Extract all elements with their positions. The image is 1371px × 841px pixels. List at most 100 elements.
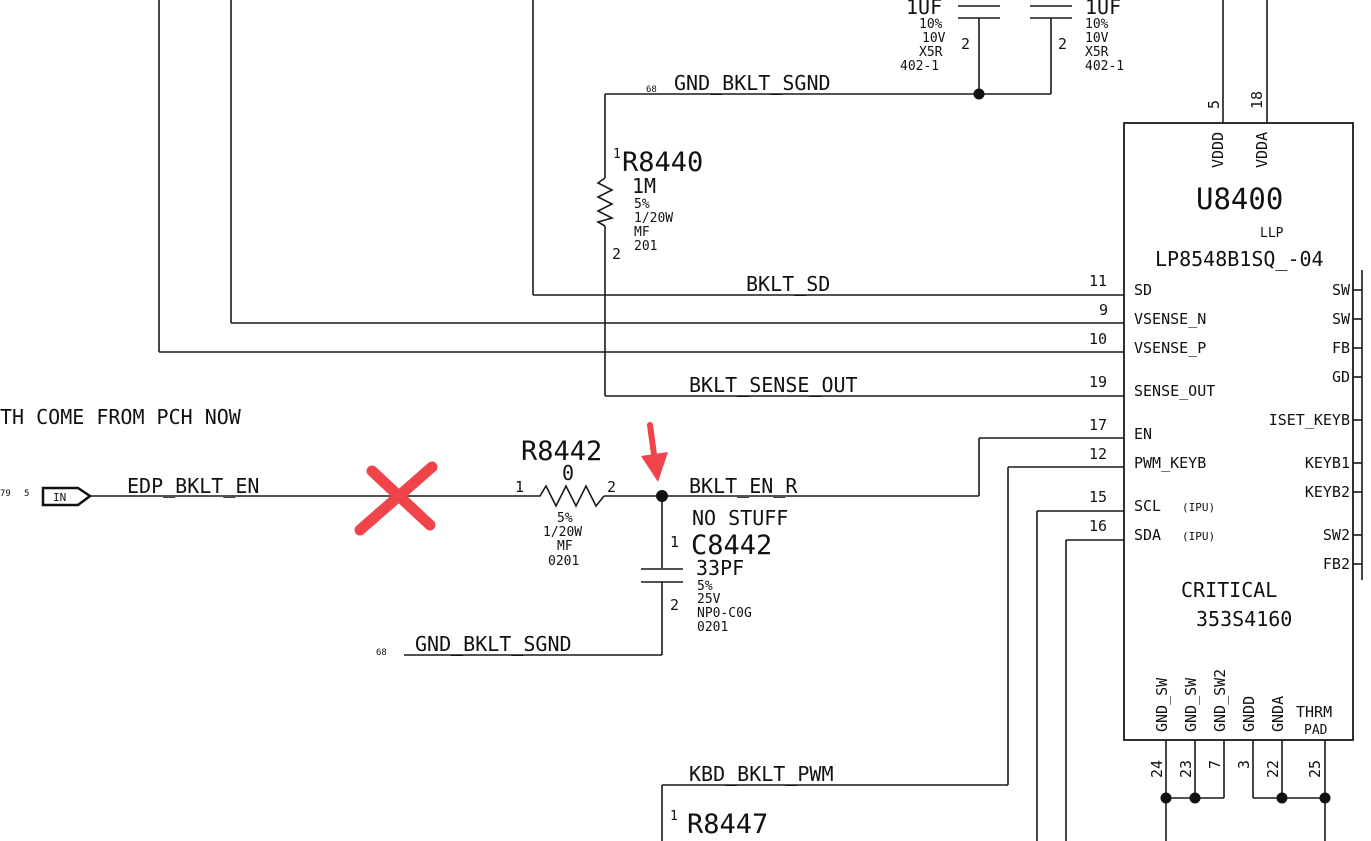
in-flag-label: IN (53, 491, 66, 504)
u8400-ref: U8400 (1196, 182, 1283, 216)
r8440-power: 1/20W (634, 211, 673, 226)
u8400-bottom-pin-gndd-name: GNDD (1240, 696, 1258, 732)
edp-pin-ref: 5 (24, 489, 29, 499)
r8442-pin2: 2 (607, 478, 616, 496)
u8400-bottom-pin-gnd-sw-a-name: GND_SW (1153, 677, 1171, 732)
net-label-gnd-top: GND_BKLT_SGND (674, 71, 831, 95)
u8400-bottom-pin-gnd-sw-b-name: GND_SW (1182, 677, 1200, 732)
u8400-bottom-pin-gndd-num: 3 (1235, 760, 1253, 769)
c8442-stuff-note: NO STUFF (692, 506, 788, 530)
cap-top-2-labels: 1UF 10% 10V X5R 402-1 2 (1058, 0, 1124, 74)
u8400-part-number: LP8548B1SQ_-04 (1155, 247, 1324, 271)
cap-top-2-dielectric: X5R (1085, 45, 1109, 60)
wires (90, 0, 1363, 841)
u8400-right-pin-9: FB2 (1323, 555, 1350, 573)
arrow-down-icon (641, 422, 668, 482)
u8400-left-pin-en-num: 17 (1089, 416, 1107, 434)
u8400-right-pin-7: KEYB2 (1305, 483, 1350, 501)
note-text: TH COME FROM PCH NOW (0, 405, 242, 429)
c8442-ref: C8442 (691, 530, 772, 561)
c8442-package: 0201 (697, 620, 728, 635)
u8400-right-pin-8: SW2 (1323, 526, 1350, 544)
c8442-pin2: 2 (670, 596, 679, 614)
u8400-right-pin-6: KEYB1 (1305, 454, 1350, 472)
u8400-bottom-pin-gnd-sw-b-num: 23 (1177, 760, 1195, 778)
u8400-left-pin-pwm-keyb-num: 12 (1089, 445, 1107, 463)
u8400-bottom-pin-gnd-sw2-name: GND_SW2 (1211, 669, 1229, 732)
u8400-left-pin-en-name: EN (1134, 425, 1152, 443)
u8400-labels: 5 VDDD 18 VDDA U8400 LLP LP8548B1SQ_-04 … (1089, 91, 1351, 778)
r8442-package: 0201 (548, 554, 579, 569)
r8442-tolerance: 5% (557, 511, 573, 526)
u8400-bottom-pin-pad-name: PAD (1304, 723, 1328, 738)
r8440-labels: 1 R8440 1M 5% 1/20W MF 201 2 (612, 147, 703, 263)
c8442-dielectric: NP0-C0G (697, 606, 752, 621)
cap-top-1-package: 402-1 (900, 59, 939, 74)
u8400-right-pin-2: SW (1332, 310, 1351, 328)
u8400-pin-vddd-name: VDDD (1209, 132, 1227, 168)
u8400-left-pin-sda-note: (IPU) (1182, 530, 1215, 543)
cap-top-1-labels: 1UF 10% 10V X5R 402-1 2 (900, 0, 970, 74)
junction-bklt-en-r (656, 490, 668, 502)
r8440-pin1: 1 (613, 147, 621, 162)
net-label-edp-bklt-en: EDP_BKLT_EN (127, 474, 259, 498)
net-label-bklt-sd: BKLT_SD (746, 272, 830, 296)
cross-mark-icon (354, 461, 438, 536)
net-label-bklt-en-r: BKLT_EN_R (689, 474, 798, 498)
junction-bottom-23 (1189, 792, 1201, 804)
u8400-body (1123, 122, 1354, 741)
junction-gnd-top (973, 88, 985, 100)
u8400-part-pn: 353S4160 (1196, 607, 1292, 631)
u8400-bottom-pin-thrm-num: 25 (1306, 760, 1324, 778)
u8400-left-pin-sd-num: 11 (1089, 272, 1107, 290)
u8400-left-pin-vsense-p-num: 10 (1089, 330, 1107, 348)
cap-top-1-pin2: 2 (961, 35, 970, 53)
u8400-left-pin-scl-note: (IPU) (1182, 501, 1215, 514)
r8442-type: MF (557, 539, 573, 554)
r8442-labels: R8442 0 1 2 5% 1/20W MF 0201 (515, 436, 616, 569)
u8400-left-pin-sd-name: SD (1134, 281, 1152, 299)
u8400-bottom-pin-gnd-sw2-num: 7 (1206, 760, 1224, 769)
u8400-bottom-pin-gnda-num: 22 (1264, 760, 1282, 778)
u8400-bottom-pin-gnda-name: GNDA (1269, 696, 1287, 732)
u8400-left-pin-vsense-n-name: VSENSE_N (1134, 310, 1206, 328)
u8400-pin-vdda-num: 18 (1248, 91, 1266, 109)
r8440-tolerance: 5% (634, 197, 650, 212)
r8440-package: 201 (634, 239, 657, 254)
r8442-power: 1/20W (543, 525, 582, 540)
u8400-bottom-pin-gnd-sw-a-num: 24 (1148, 760, 1166, 778)
cap-top-1-tolerance: 10% (919, 17, 943, 32)
u8400-left-pin-pwm-keyb-name: PWM_KEYB (1134, 454, 1206, 472)
cap-top-1-value: 1UF (906, 0, 942, 19)
u8400-left-pin-sda-name: SDA (1134, 526, 1161, 544)
u8400-bottom-pin-thrm-name: THRM (1296, 703, 1332, 721)
r8440-value: 1M (632, 174, 656, 198)
r8440-resistor-symbol (595, 177, 615, 227)
net-label-kbd-pwm: KBD_BKLT_PWM (689, 762, 834, 786)
u8400-right-pin-3: FB (1332, 339, 1350, 357)
edp-page-ref: 79 (0, 489, 11, 499)
junction-bottom-25 (1319, 792, 1331, 804)
cap-top-2-voltage: 10V (1085, 31, 1109, 46)
junction-bottom-24 (1160, 792, 1172, 804)
u8400-left-pin-sense-out-name: SENSE_OUT (1134, 382, 1215, 400)
u8400-critical: CRITICAL (1181, 578, 1277, 602)
c8442-voltage: 25V (697, 592, 721, 607)
r8440-type: MF (634, 225, 650, 240)
r8442-pin1: 1 (515, 478, 524, 496)
in-port-flag (41, 486, 93, 507)
r8447-pin1: 1 (670, 809, 678, 824)
cap-top-1-voltage: 10V (922, 31, 946, 46)
junction-bottom-22 (1276, 792, 1288, 804)
net-label-sense-out: BKLT_SENSE_OUT (689, 373, 858, 397)
r8440-ref: R8440 (622, 147, 703, 178)
u8400-package: LLP (1260, 226, 1284, 241)
cap-top-2-package: 402-1 (1085, 59, 1124, 74)
cap-top-2-tolerance: 10% (1085, 17, 1109, 32)
u8400-left-pin-scl-name: SCL (1134, 497, 1161, 515)
c8442-value: 33PF (696, 556, 744, 580)
c8442-pin1: 1 (670, 533, 679, 551)
cap-top-1-dielectric: X5R (919, 45, 943, 60)
u8400-right-pin-1: SW (1332, 281, 1351, 299)
